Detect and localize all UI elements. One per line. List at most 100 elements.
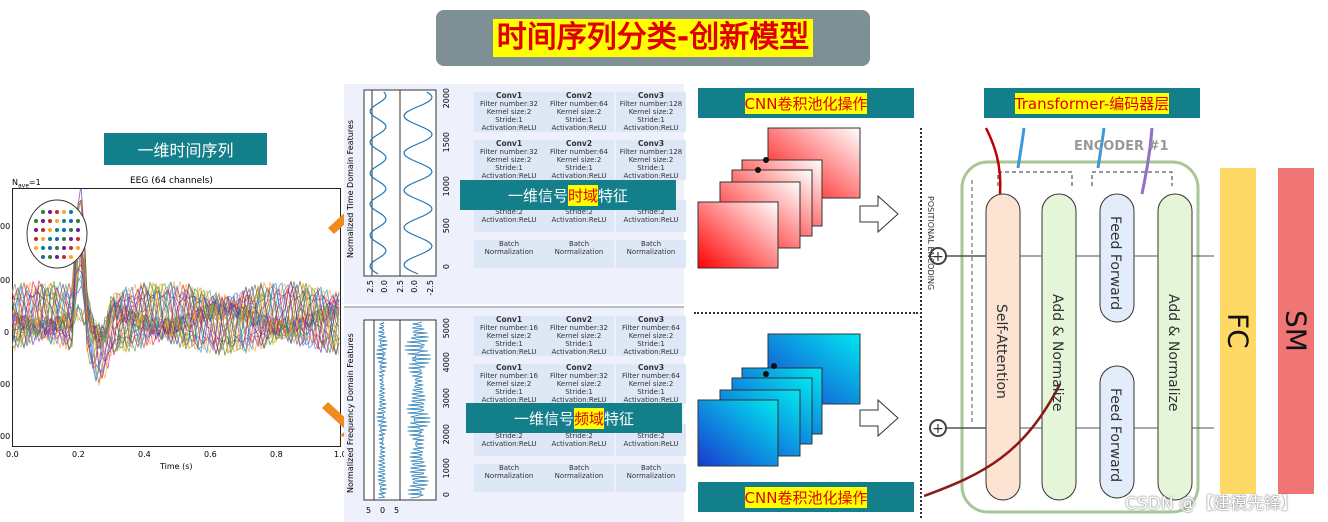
conv-line: Kernel size:2 [556, 332, 602, 340]
conv-title: Conv2 [565, 139, 593, 148]
conv-line: Stride:2 [565, 432, 593, 440]
fc-text: FC [1221, 313, 1255, 349]
conv-line: Stride:1 [565, 164, 593, 172]
feed-forward-bottom-text: Feed Forward [1107, 388, 1123, 482]
conv-line: Kernel size:2 [628, 156, 674, 164]
freq-overlay-b: 特征 [604, 409, 635, 428]
conv-line: Filter number:32 [479, 100, 539, 108]
conv-line: Filter number:128 [619, 100, 683, 108]
sm-block: SM [1278, 168, 1314, 494]
conv-line: Activation:ReLU [623, 124, 679, 132]
conv-line: Activation:ReLU [481, 124, 537, 132]
nave-label: Nave=1 [12, 178, 41, 190]
conv-line: Filter number:32 [549, 372, 609, 380]
conv-line: Stride:2 [637, 208, 665, 216]
conv-line: Activation:ReLU [623, 348, 679, 356]
page-title: 时间序列分类-创新模型 [492, 19, 814, 57]
conv-line: Stride:1 [637, 340, 665, 348]
time-ylabel: Normalized Time Domain Features [346, 120, 355, 259]
time-overlay-label: 一维信号时域特征 [460, 180, 676, 210]
add-norm-1-block [1041, 193, 1077, 501]
conv-line: Stride:1 [637, 116, 665, 124]
tr-3: 500 [442, 218, 451, 234]
tb-3: 0.0 [410, 280, 419, 293]
conv-line: Activation:ReLU [481, 440, 537, 448]
conv-line: Stride:2 [637, 432, 665, 440]
tr-0: 2000 [442, 88, 451, 109]
dotted-hdivider [694, 312, 918, 314]
conv-line: Stride:1 [565, 340, 593, 348]
fb-0: 5 [366, 506, 372, 515]
conv-line: Activation:ReLU [623, 172, 679, 180]
bn-line: Batch [568, 464, 590, 472]
conv-title: Conv2 [565, 363, 593, 372]
self-attention-text: Self-Attention [993, 304, 1009, 399]
xtick-1: 0.2 [72, 450, 85, 459]
ytick-1: 00 [0, 276, 11, 285]
conv-line: Stride:1 [565, 388, 593, 396]
freq-right-ticks: 5000 4000 3000 2000 1000 0 [442, 318, 466, 508]
conv-title: Conv1 [495, 139, 523, 148]
eeg-xlabel: Time (s) [160, 462, 193, 471]
head-topomap [26, 199, 88, 269]
time-overlay-hl: 时域 [567, 184, 598, 206]
tb-2: 2.5 [396, 280, 405, 293]
conv-line: Activation:ReLU [623, 440, 679, 448]
add-norm-1-text: Add & Normalize [1049, 294, 1065, 411]
conv-title: Conv1 [495, 363, 523, 372]
conv-title: Conv3 [637, 315, 665, 324]
freq-overlay-hl: 频域 [573, 407, 604, 429]
time-signal-plots [363, 89, 437, 277]
eeg-plot: Nave=1 EEG (64 channels) 0.0 0.2 0.4 0.6… [0, 172, 347, 472]
eeg-axes [12, 188, 341, 447]
bn-line: Batch [640, 464, 662, 472]
conv-line: Filter number:32 [479, 148, 539, 156]
fr-3: 2000 [442, 424, 451, 445]
tr-2: 1000 [442, 176, 451, 197]
conv-title: Conv1 [495, 315, 523, 324]
bn-line: Normalization [484, 248, 534, 256]
conv-line: Activation:ReLU [551, 396, 607, 404]
conv-line: Kernel size:2 [486, 380, 532, 388]
conv-line: Stride:1 [495, 340, 523, 348]
conv-title: Conv2 [565, 91, 593, 100]
conv-line: Kernel size:2 [556, 156, 602, 164]
conv-title: Conv3 [637, 139, 665, 148]
conv-line: Stride:2 [495, 208, 523, 216]
electrode-dots [34, 210, 80, 259]
conv-line: Activation:ReLU [481, 216, 537, 224]
time-bottom-ticks: 2.5 0.0 2.5 0.0 -2.5 [366, 280, 446, 300]
fb-2: 5 [394, 506, 400, 515]
conv-line: Stride:2 [495, 432, 523, 440]
cnn-bottom-label: CNN卷积池化操作 [698, 482, 914, 512]
transformer-label-text: Transformer-编码器层 [1014, 92, 1170, 114]
ytick-4: 00 [0, 432, 11, 441]
ytick-3: 00 [0, 380, 11, 389]
add-norm-2-block [1157, 193, 1193, 501]
eeg-xticks: 0.0 0.2 0.4 0.6 0.8 1.0 [6, 450, 347, 462]
conv-line: Filter number:64 [549, 148, 609, 156]
fc-block: FC [1220, 168, 1256, 494]
eeg-title: EEG (64 channels) [130, 176, 213, 186]
title-banner: 时间序列分类-创新模型 [436, 10, 870, 66]
conv-line: Stride:1 [565, 116, 593, 124]
tr-4: 0 [442, 264, 451, 270]
bn-line: Normalization [626, 472, 676, 480]
xtick-3: 0.6 [204, 450, 217, 459]
cnn-top-label: CNN卷积池化操作 [698, 88, 914, 118]
nave-n: N [12, 178, 18, 187]
xtick-0: 0.0 [6, 450, 19, 459]
time-series-label-text: 一维时间序列 [137, 141, 234, 160]
fr-2: 3000 [442, 388, 451, 409]
tr-1: 1500 [442, 132, 451, 153]
